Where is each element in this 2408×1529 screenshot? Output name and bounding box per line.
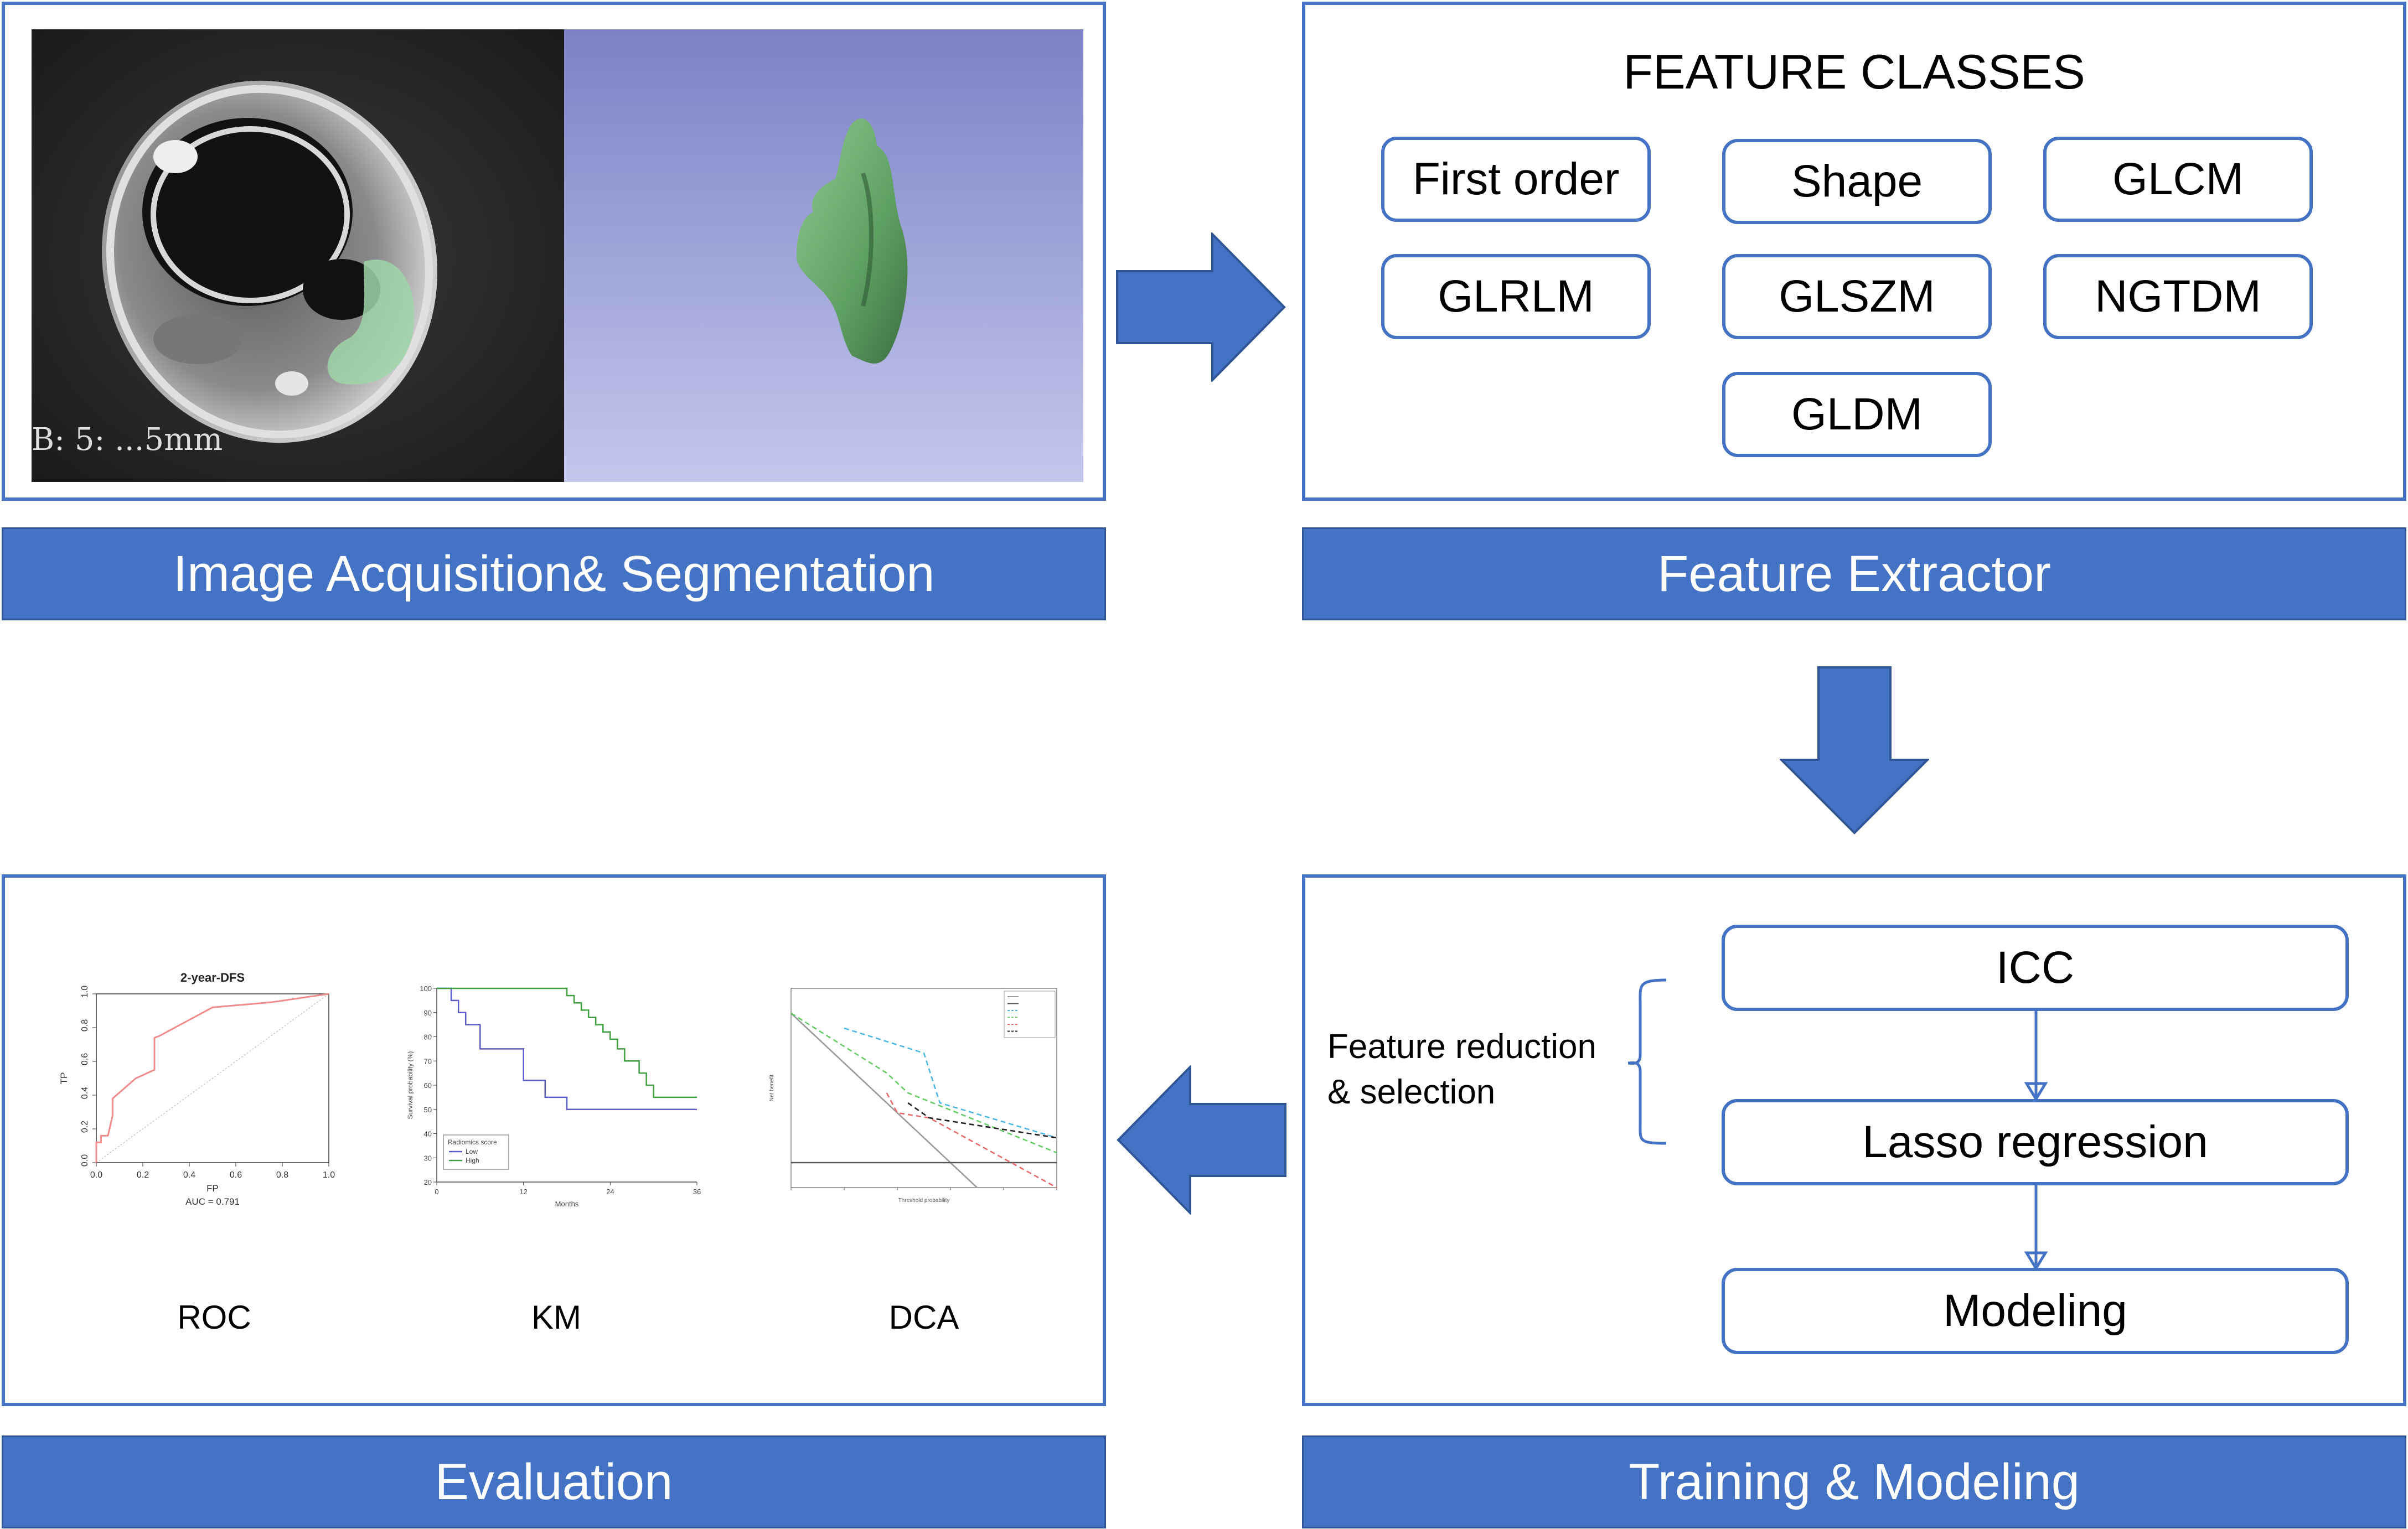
- km-legend-label: Low: [466, 1148, 478, 1155]
- roc-ytick-label: 1.0: [80, 986, 90, 998]
- km-xlabel: Months: [555, 1200, 579, 1208]
- dca-curve-5: [886, 1092, 1057, 1189]
- feature-class-glrlm: GLRLM: [1381, 254, 1651, 339]
- acquisition-banner: Image Acquisition& Segmentation: [2, 527, 1106, 620]
- km-xtick-label: 24: [606, 1188, 614, 1196]
- roc-ytick-label: 0.0: [80, 1154, 90, 1167]
- feature-class-glcm: GLCM: [2043, 137, 2313, 222]
- km-ytick-label: 40: [424, 1130, 432, 1138]
- km-legend-label: High: [466, 1157, 479, 1164]
- roc-xtick-label: 1.0: [323, 1170, 335, 1180]
- dca-plot-frame: [790, 988, 1057, 1188]
- km-ytick-label: 90: [424, 1009, 432, 1017]
- km-ytick-label: 50: [424, 1106, 432, 1114]
- training-panel: Feature reduction & selection ICC Lasso …: [1302, 874, 2406, 1406]
- feature-class-first-order: First order: [1381, 137, 1651, 222]
- km-ylabel: Survival probability (%): [406, 1051, 414, 1119]
- feature-reduction-line1: Feature reduction: [1327, 1028, 1596, 1066]
- step-icc: ICC: [1722, 925, 2349, 1011]
- feature-classes-panel: FEATURE CLASSES First order Shape GLCM G…: [1302, 2, 2406, 501]
- roc-xtick-label: 0.2: [137, 1170, 149, 1180]
- dca-curve-6: [907, 1102, 1057, 1139]
- dca-curve-4: [790, 1012, 1057, 1154]
- roc-ytick-label: 0.4: [80, 1087, 90, 1099]
- feature-class-glszm: GLSZM: [1722, 254, 1992, 339]
- evaluation-banner: Evaluation: [2, 1435, 1106, 1528]
- roc-xlabel: FP: [206, 1183, 219, 1194]
- dca-legend-box: [1004, 991, 1056, 1038]
- feature-reduction-line2: & selection: [1327, 1073, 1496, 1111]
- roc-plot-frame: [96, 993, 329, 1163]
- feature-class-ngtdm: NGTDM: [2043, 254, 2313, 339]
- km-ytick-label: 100: [420, 984, 432, 993]
- km-xtick-label: 0: [435, 1188, 438, 1196]
- feature-class-shape: Shape: [1722, 139, 1992, 224]
- dca-curve-1: [790, 1013, 978, 1188]
- roc-ytick-label: 0.2: [80, 1121, 90, 1133]
- km-curve-high: [437, 987, 697, 1098]
- roc-ytick-label: 0.6: [80, 1053, 90, 1065]
- arrow-right-icon: [1116, 232, 1286, 382]
- km-ytick-label: 60: [424, 1081, 432, 1090]
- acquisition-panel: B: 5: ...5mm: [2, 2, 1106, 501]
- roc-ylabel: TP: [59, 1072, 69, 1085]
- km-ytick-label: 70: [424, 1057, 432, 1065]
- feature-extractor-banner: Feature Extractor: [1302, 527, 2406, 620]
- dca-ylabel: Net benefit: [769, 1075, 775, 1102]
- roc-auc-annotation: AUC = 0.791: [185, 1196, 240, 1207]
- roc-xtick-label: 0.8: [276, 1170, 288, 1180]
- km-ytick-label: 30: [424, 1154, 432, 1162]
- dca-chart: Threshold probability Net benefit: [769, 988, 1057, 1204]
- caption-roc: ROC: [177, 1299, 251, 1336]
- segmentation-3d-render: [564, 29, 1083, 482]
- evaluation-panel: 2-year-DFS 0.0 0.2 0.4 0.6 0.8 1.0 0.0 0.2 0.4 0.6…: [2, 874, 1106, 1406]
- arrow-left-icon: [1117, 1065, 1286, 1215]
- caption-dca: DCA: [888, 1299, 959, 1336]
- feature-class-gldm: GLDM: [1722, 372, 1992, 457]
- roc-title: 2-year-DFS: [180, 971, 245, 984]
- mri-slice-image: B: 5: ...5mm: [32, 29, 564, 482]
- caption-km: KM: [531, 1299, 581, 1336]
- km-xtick-label: 12: [519, 1188, 527, 1196]
- km-legend-title: Radiomics score: [448, 1138, 497, 1146]
- dca-curve-3: [844, 1027, 1057, 1139]
- km-curve-low: [437, 987, 697, 1111]
- km-ytick-label: 80: [424, 1033, 432, 1041]
- roc-diagonal: [96, 993, 329, 1163]
- mri-overlay-text: B: 5: ...5mm: [32, 422, 223, 458]
- dca-xlabel: Threshold probability: [898, 1198, 950, 1204]
- step-lasso-regression: Lasso regression: [1722, 1099, 2349, 1185]
- selection-brace: [1627, 978, 2048, 1271]
- roc-xtick-label: 0.4: [183, 1170, 195, 1180]
- roc-ytick-label: 0.8: [80, 1019, 90, 1032]
- roc-chart: 2-year-DFS 0.0 0.2 0.4 0.6 0.8 1.0 0.0 0.2 0.4 0.6…: [59, 971, 335, 1207]
- roc-curve: [95, 993, 329, 1163]
- feature-reduction-label: Feature reduction & selection: [1327, 1024, 1596, 1115]
- km-xtick-label: 36: [693, 1188, 701, 1196]
- training-banner: Training & Modeling: [1302, 1435, 2406, 1528]
- roc-xtick-label: 0.6: [230, 1170, 242, 1180]
- km-ytick-label: 20: [424, 1178, 432, 1186]
- step-modeling: Modeling: [1722, 1268, 2349, 1354]
- feature-classes-heading: FEATURE CLASSES: [1623, 44, 2085, 99]
- roc-xtick-label: 0.0: [90, 1170, 102, 1180]
- arrow-down-icon: [1780, 666, 1929, 835]
